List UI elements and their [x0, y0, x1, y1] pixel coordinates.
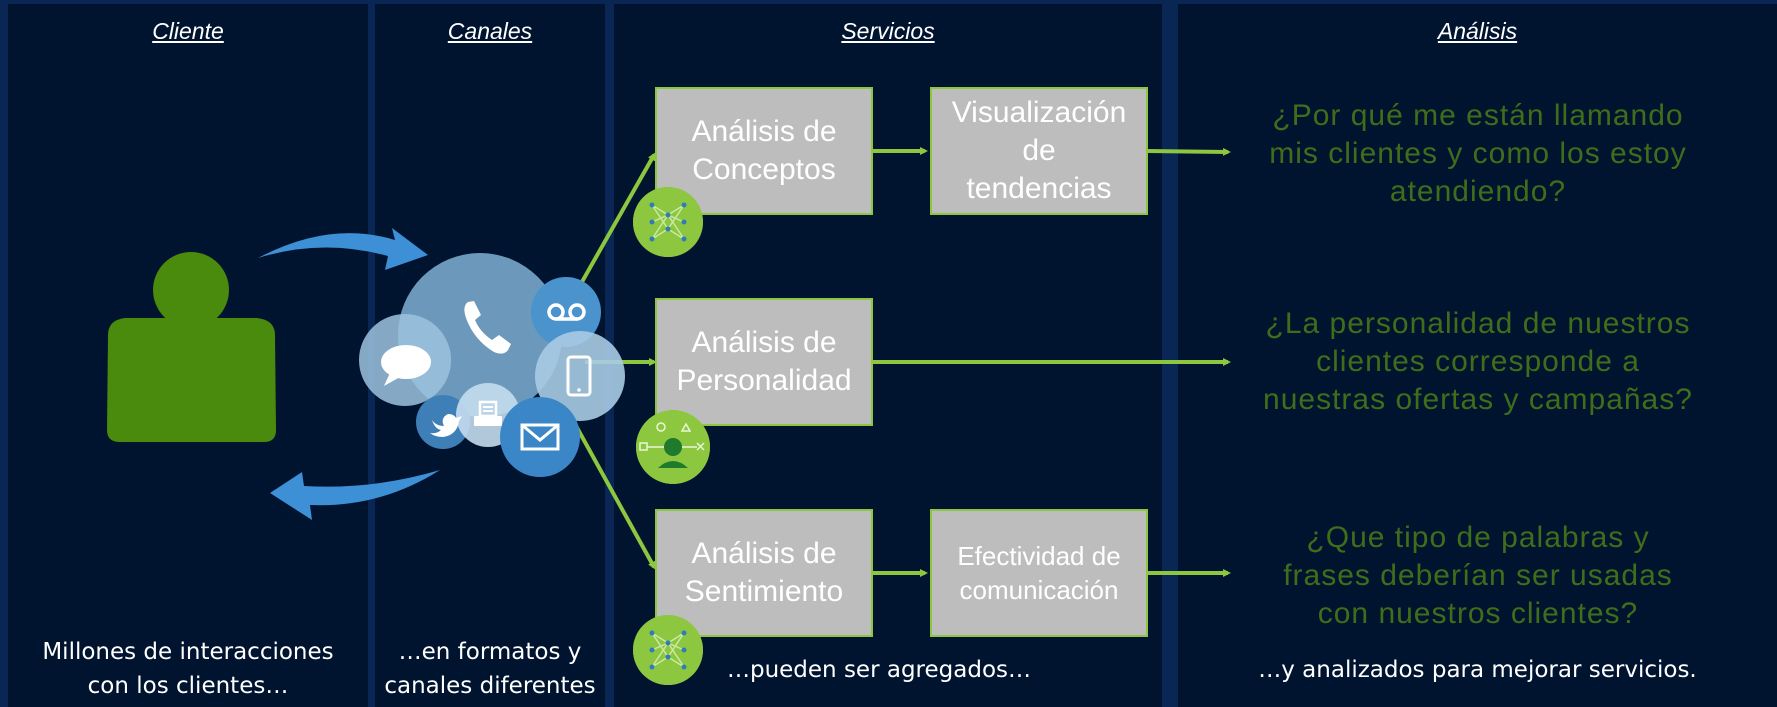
email-icon	[520, 423, 560, 451]
panel-analisis: Análisis	[1178, 4, 1777, 707]
person-icon	[107, 252, 276, 442]
connector-channels-sentimiento	[568, 414, 656, 570]
interaction-arrow-out-icon	[258, 228, 428, 270]
question-personalidad: ¿La personalidad de nuestros clientes co…	[1263, 307, 1693, 416]
caption-servicios: …pueden ser agregados…	[726, 657, 1031, 683]
interaction-arrow-in-icon	[270, 470, 440, 520]
caption-analisis: …y analizados para mejorar servicios.	[1258, 657, 1697, 683]
service-box-comunicacion: Efectividad de comunicación	[930, 509, 1148, 637]
question-palabras: ¿Que tipo de palabras y frases deberían …	[1283, 521, 1673, 630]
service-box-conceptos: Análisis de Conceptos	[655, 87, 873, 215]
fax-icon	[474, 400, 502, 426]
phone-icon	[464, 301, 511, 354]
column-title-analisis: Análisis	[1437, 18, 1518, 44]
caption-cliente: Millones de interacciones con los client…	[42, 639, 334, 699]
service-box-sentimiento: Análisis de Sentimiento	[655, 509, 873, 637]
connector-channels-conceptos	[568, 152, 656, 304]
column-title-canales: Canales	[447, 18, 533, 44]
column-title-servicios: Servicios	[841, 18, 935, 44]
service-box-tendencias: Visualización de tendencias	[930, 87, 1148, 215]
service-box-personalidad: Análisis de Personalidad	[655, 298, 873, 426]
twitter-icon	[430, 414, 462, 437]
voicemail-icon	[547, 303, 586, 321]
chat-icon	[381, 345, 431, 386]
mobile-icon	[566, 355, 592, 397]
arrow-tendencias-q1	[1146, 147, 1231, 156]
column-title-cliente: Cliente	[152, 18, 224, 44]
caption-canales: …en formatos y canales diferentes	[384, 639, 596, 699]
question-llamadas: ¿Por qué me están llamando mis clientes …	[1269, 99, 1687, 208]
